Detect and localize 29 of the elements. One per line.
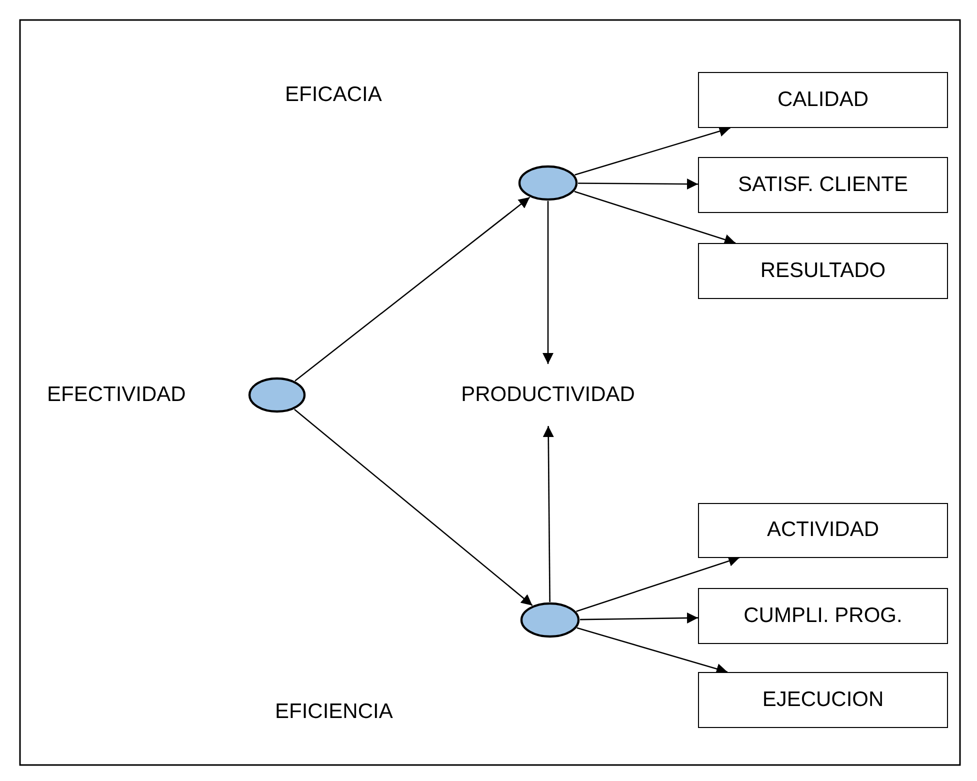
box-label: CUMPLI. PROG. [744, 604, 902, 628]
arrow [294, 408, 533, 606]
text-box [698, 588, 948, 644]
text-box [698, 243, 948, 299]
section-label: EFICIENCIA [275, 700, 393, 724]
node-label: PRODUCTIVIDAD [461, 383, 635, 407]
section-label: EFICACIA [285, 83, 382, 107]
arrow [576, 627, 728, 674]
ellipse-node [248, 377, 306, 413]
arrow [576, 556, 740, 612]
arrow [574, 190, 736, 245]
arrow [578, 178, 698, 190]
box-label: RESULTADO [760, 259, 886, 283]
arrow [574, 126, 730, 176]
text-box [698, 502, 948, 558]
ellipse-node [518, 165, 578, 201]
text-box [698, 72, 948, 128]
text-box [698, 157, 948, 213]
node-caption: EFECTIVIDAD [47, 383, 186, 407]
ellipse-node [520, 602, 580, 638]
arrow [542, 426, 554, 602]
box-label: EJECUCION [762, 688, 884, 712]
arrow [580, 612, 698, 624]
box-label: SATISF. CLIENTE [738, 173, 908, 197]
arrow [294, 196, 530, 382]
text-box [698, 672, 948, 728]
box-label: CALIDAD [777, 88, 869, 112]
arrow [542, 201, 554, 364]
box-label: ACTIVIDAD [766, 518, 879, 542]
